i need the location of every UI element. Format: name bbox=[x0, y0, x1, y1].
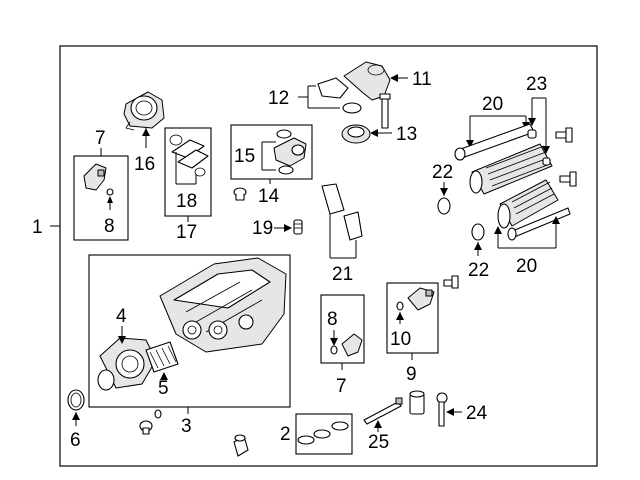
o-ring-8-right[interactable] bbox=[330, 345, 338, 355]
plug-bottom-part[interactable] bbox=[139, 409, 162, 435]
callout-7-right[interactable]: 7 bbox=[336, 376, 347, 397]
o-ring-8-left[interactable] bbox=[106, 188, 114, 196]
callout-3[interactable]: 3 bbox=[181, 416, 192, 437]
callout-8-right[interactable]: 8 bbox=[327, 309, 338, 330]
bellows-5-part[interactable] bbox=[145, 341, 179, 373]
callout-15[interactable]: 15 bbox=[234, 146, 255, 167]
box-14 bbox=[230, 124, 313, 180]
callout-7-left[interactable]: 7 bbox=[95, 128, 106, 149]
callout-25[interactable]: 25 bbox=[368, 432, 389, 453]
o-ring-15-top[interactable] bbox=[276, 129, 292, 139]
throttle-body-part[interactable] bbox=[123, 91, 165, 131]
callout-21[interactable]: 21 bbox=[332, 264, 353, 285]
plug-part[interactable] bbox=[233, 187, 247, 201]
shaft-25-part[interactable] bbox=[363, 397, 403, 425]
intercooler-top-part[interactable] bbox=[469, 143, 553, 195]
callout-1[interactable]: 1 bbox=[32, 217, 43, 238]
pipe-20-top-part[interactable] bbox=[454, 123, 535, 161]
box-2 bbox=[295, 413, 353, 455]
supercharger-part[interactable] bbox=[159, 257, 287, 353]
callout-11[interactable]: 11 bbox=[412, 69, 432, 90]
eye-bolt-24-part[interactable] bbox=[436, 392, 448, 427]
intake-pipe-11-part[interactable] bbox=[343, 61, 391, 101]
o-ring-15-bottom[interactable] bbox=[278, 165, 294, 175]
callout-22-top[interactable]: 22 bbox=[432, 162, 453, 183]
callout-20-bottom[interactable]: 20 bbox=[516, 256, 537, 277]
plug-23-part[interactable] bbox=[527, 129, 551, 166]
sleeve-part[interactable] bbox=[233, 434, 249, 457]
callout-8-left[interactable]: 8 bbox=[104, 216, 115, 237]
callout-4[interactable]: 4 bbox=[116, 306, 127, 327]
seal-6-part[interactable] bbox=[67, 389, 85, 411]
callout-19[interactable]: 19 bbox=[252, 218, 273, 239]
o-ring-22-top[interactable] bbox=[437, 197, 451, 215]
bolt-mid-part[interactable] bbox=[443, 275, 459, 289]
callout-5[interactable]: 5 bbox=[158, 378, 169, 399]
callout-10[interactable]: 10 bbox=[390, 329, 411, 350]
bypass-housing-4-part[interactable] bbox=[97, 337, 157, 391]
callout-18[interactable]: 18 bbox=[176, 191, 197, 212]
box-7-left bbox=[73, 155, 129, 241]
callout-24[interactable]: 24 bbox=[466, 403, 488, 424]
o-ring-22-bottom[interactable] bbox=[471, 223, 485, 241]
intercooler-bottom-part[interactable] bbox=[497, 179, 559, 229]
callout-6[interactable]: 6 bbox=[70, 430, 81, 451]
callout-9[interactable]: 9 bbox=[406, 364, 417, 385]
callout-22-bottom[interactable]: 22 bbox=[468, 260, 489, 281]
callout-20-top[interactable]: 20 bbox=[482, 94, 503, 115]
callout-12[interactable]: 12 bbox=[268, 88, 289, 109]
o-ring-12-part[interactable] bbox=[342, 102, 362, 114]
pipe-20-bottom-part[interactable] bbox=[507, 207, 571, 241]
gasket-set-2-part[interactable] bbox=[297, 421, 349, 445]
flange-13-part[interactable] bbox=[341, 124, 371, 144]
sensor-part-left[interactable] bbox=[83, 163, 107, 191]
callout-13[interactable]: 13 bbox=[396, 124, 417, 145]
gasket-part-18[interactable] bbox=[169, 134, 209, 177]
cylinder-part[interactable] bbox=[409, 390, 425, 415]
callout-16[interactable]: 16 bbox=[134, 154, 155, 175]
gasket-12-part[interactable] bbox=[317, 77, 349, 99]
callout-23[interactable]: 23 bbox=[526, 74, 547, 95]
gasket-21b-part[interactable] bbox=[343, 211, 363, 241]
bolt-right-part[interactable] bbox=[555, 127, 577, 187]
bolt-part[interactable] bbox=[379, 93, 391, 129]
diagram-frame bbox=[59, 45, 598, 467]
callout-2[interactable]: 2 bbox=[280, 424, 291, 445]
box-3 bbox=[88, 254, 291, 408]
sensor-part-right[interactable] bbox=[341, 333, 363, 357]
callout-14[interactable]: 14 bbox=[258, 186, 280, 207]
callout-17[interactable]: 17 bbox=[176, 222, 197, 243]
gasket-21a-part[interactable] bbox=[321, 183, 345, 215]
sensor-9-part[interactable] bbox=[407, 287, 435, 311]
valve-15-part[interactable] bbox=[273, 137, 307, 167]
o-ring-10-part[interactable] bbox=[396, 301, 404, 311]
bolt-19-part[interactable] bbox=[293, 219, 303, 235]
